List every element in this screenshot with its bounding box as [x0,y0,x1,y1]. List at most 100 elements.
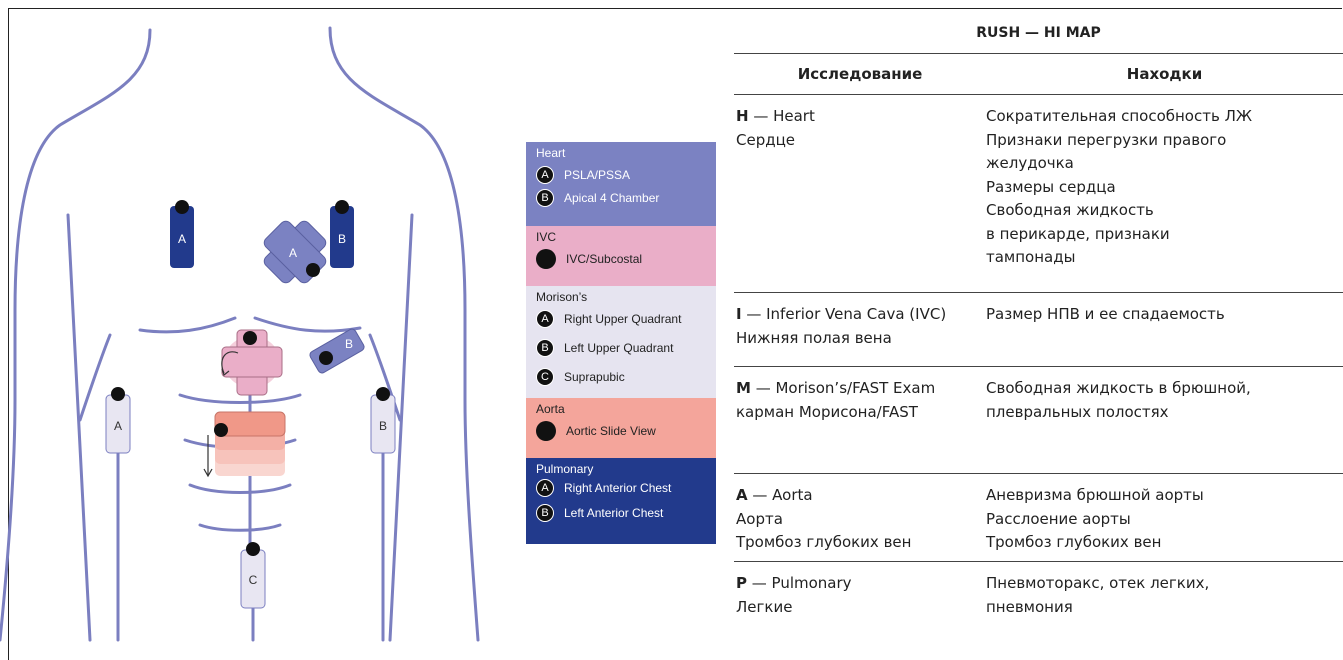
column-header-findings: Находки [986,53,1343,95]
right-arm-line [388,213,414,642]
row-subtitle: карман Морисона/FAST [736,402,918,421]
finding-line: Размеры сердца [986,177,1116,196]
column-header-exam: Исследование [734,53,986,95]
table-row: M — Morison’s/FAST Exam карман Морисона/… [734,366,1343,474]
legend-aorta-label: Aortic Slide View [566,423,656,438]
body-outline-left [0,28,152,642]
legend-heart-item-a: A PSLA/PSSA [536,160,716,189]
finding-line: пневмония [986,597,1073,616]
probe-legend: Heart A PSLA/PSSA B Apical 4 Chamber IVC… [526,142,716,544]
table-row: P — Pulmonary Легкие Пневмоторакс, отек … [734,562,1343,633]
legend-pulmonary-label-a: Right Anterior Chest [564,481,672,495]
finding-line: Расслоение аорты [986,509,1131,528]
exam-cell: P — Pulmonary Легкие [734,562,986,633]
legend-morison-item-b: B Left Upper Quadrant [536,333,716,362]
svg-text:B: B [379,419,387,433]
abs-3 [188,483,292,494]
probe-dot-icon [536,420,556,441]
row-subtitle: Тромбоз глубоких вен [736,533,912,551]
row-name: — Heart [748,107,815,125]
row-letter: M [736,379,751,397]
row-name: — Inferior Vena Cava (IVC) [741,305,947,323]
probe-heart-a: A [170,200,194,268]
svg-text:A: A [178,232,186,246]
finding-line: Сократительная способность ЛЖ [986,107,1253,125]
findings-cell: Аневризма брюшной аорты Расслоение аорты… [986,473,1343,562]
exam-cell: H — Heart Сердце [734,94,986,293]
finding-line: Свободная жидкость [986,201,1154,219]
legend-pulmonary: Pulmonary A Right Anterior Chest B Left … [526,458,716,544]
row-subtitle: Сердце [736,130,796,149]
probe-ivc [221,329,283,396]
exam-cell: M — Morison’s/FAST Exam карман Морисона/… [734,366,986,474]
legend-pulmonary-title: Pulmonary [536,462,594,476]
legend-pulmonary-item-b: B Left Anterior Chest [536,500,716,526]
body-diagram: A B A B A [0,26,480,642]
badge-a-icon: A [536,165,554,184]
legend-pulmonary-label-b: Left Anterior Chest [564,506,664,520]
legend-ivc-label: IVC/Subcostal [566,251,643,266]
table-row: A — Aorta Аорта Тромбоз глубоких вен Ане… [734,473,1343,562]
finding-line: Размер НПВ и ее спадаемость [986,305,1225,323]
legend-morison-label-b: Left Upper Quadrant [564,340,674,355]
row-subtitle: Легкие [736,597,793,616]
findings-cell: Свободная жидкость в брюшной, плевральны… [986,366,1343,474]
row-letter: A [736,486,748,504]
finding-line: Свободная жидкость в брюшной, [986,379,1251,397]
finding-line: Признаки перегрузки правого [986,130,1227,149]
badge-a-icon: A [536,309,554,328]
legend-aorta-title: Aorta [536,402,565,416]
legend-ivc-title: IVC [536,230,557,244]
finding-line: в перикарде, признаки [986,224,1170,243]
svg-text:A: A [289,246,297,260]
probe-dot-icon [536,248,556,269]
legend-morison: Morison’s A Right Upper Quadrant B Left … [526,286,716,398]
legend-heart-label-a: PSLA/PSSA [564,167,631,182]
exam-cell: A — Aorta Аорта Тромбоз глубоких вен [734,473,986,562]
legend-heart: Heart A PSLA/PSSA B Apical 4 Chamber [526,142,716,226]
legend-aorta: Aorta Aortic Slide View [526,398,716,458]
probe-side-a: A [105,387,131,454]
finding-line: Тромбоз глубоких вен [986,533,1162,551]
left-arm-line [66,213,92,642]
legend-morison-label-c: Suprapubic [564,369,625,384]
row-letter: P [736,574,747,592]
probe-aorta [203,411,286,478]
row-name: — Morison’s/FAST Exam [750,379,936,397]
row-letter: I [736,305,742,323]
figure-frame [8,8,1342,660]
probe-side-b: B [370,387,396,454]
row-subtitle: Аорта [736,509,783,528]
finding-line: плевральных полостях [986,402,1169,421]
svg-text:B: B [345,337,353,351]
pectoral-right [253,316,362,333]
finding-line: Аневризма брюшной аорты [986,486,1204,504]
badge-b-icon: B [536,188,554,207]
abs-4 [198,523,282,532]
legend-heart-title: Heart [536,146,566,160]
svg-text:A: A [114,419,122,433]
probe-heart-b: B [330,200,354,268]
probe-morison-b: B [309,328,365,374]
svg-text:C: C [249,573,258,587]
row-letter: H [736,107,749,125]
legend-ivc-item: IVC/Subcostal [536,244,716,273]
body-outline-right [328,26,480,642]
badge-b-icon: B [536,504,554,522]
probe-heart-cross: A [263,220,327,284]
legend-morison-item-c: C Suprapubic [536,362,716,391]
finding-line: тампонады [986,248,1076,266]
legend-ivc: IVC IVC/Subcostal [526,226,716,286]
row-subtitle: Нижняя полая вена [736,328,892,347]
finding-line: желудочка [986,154,1074,172]
table-row: I — Inferior Vena Cava (IVC) Нижняя пола… [734,292,1343,367]
rib-right [368,333,402,422]
legend-morison-title: Morison’s [536,290,588,304]
legend-heart-item-b: B Apical 4 Chamber [536,183,716,212]
legend-morison-item-a: A Right Upper Quadrant [536,304,716,333]
legend-pulmonary-item-a: A Right Anterior Chest [536,476,716,500]
findings-cell: Размер НПВ и ее спадаемость [986,292,1343,367]
findings-cell: Сократительная способность ЛЖ Признаки п… [986,94,1343,293]
svg-text:B: B [338,232,346,246]
table-row: H — Heart Сердце Сократительная способно… [734,94,1343,293]
